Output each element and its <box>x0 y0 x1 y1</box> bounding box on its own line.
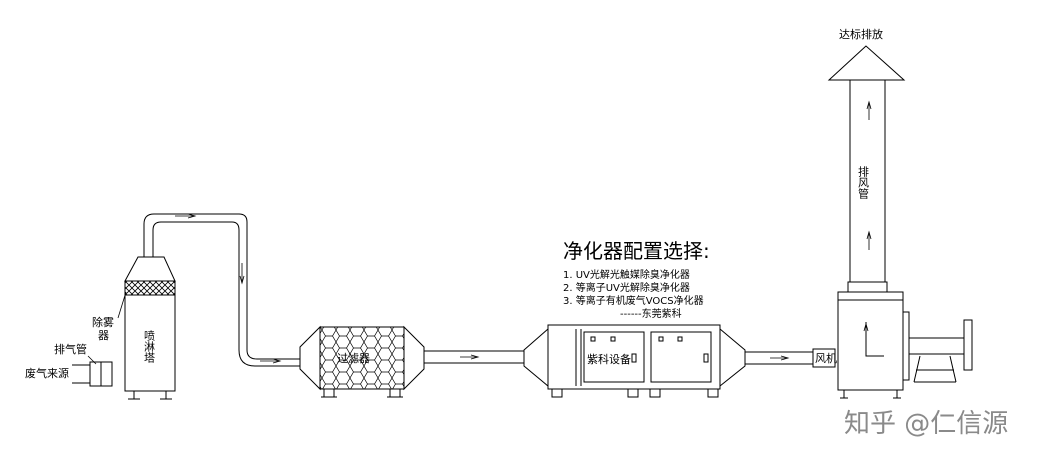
inlet-pipe <box>72 361 113 387</box>
leader-demister <box>117 291 127 319</box>
filter-unit <box>299 325 425 398</box>
purifier-config: 净化器配置选择: 1. UV光解光触媒除臭净化器 2. 等离子UV光解除臭净化器… <box>563 239 710 320</box>
connecting-duct <box>143 213 300 367</box>
fan-and-stack <box>827 45 973 399</box>
label-fan: 风机 <box>815 351 837 365</box>
purification-equipment <box>523 324 746 398</box>
label-exhaust-pipe: 排气管 <box>54 342 87 356</box>
config-option: 3. 等离子有机废气VOCS净化器 <box>563 294 704 307</box>
label-discharge: 达标排放 <box>839 27 883 41</box>
config-signature: ------东莞紫科 <box>620 307 682 320</box>
label-exhaust-source: 废气来源 <box>25 366 69 380</box>
pipe-equipment-to-fan <box>745 348 836 368</box>
label-spray-tower: 喷淋塔 <box>143 330 156 364</box>
label-demister: 除雾 器 <box>92 315 118 342</box>
label-filter: 过滤器 <box>337 352 370 365</box>
leader-exhaust-pipe <box>87 355 97 365</box>
pipe-filter-to-equipment <box>424 350 524 364</box>
watermark: 知乎 @仁信源 <box>844 409 1008 439</box>
config-option: 1. UV光解光触媒除臭净化器 <box>563 268 690 281</box>
spray-tower <box>124 256 176 400</box>
config-title: 净化器配置选择: <box>563 239 710 263</box>
label-equipment: 紫科设备 <box>587 352 631 366</box>
label-exhaust-duct: 排风管 <box>857 165 870 200</box>
config-option: 2. 等离子UV光解除臭净化器 <box>563 281 690 294</box>
